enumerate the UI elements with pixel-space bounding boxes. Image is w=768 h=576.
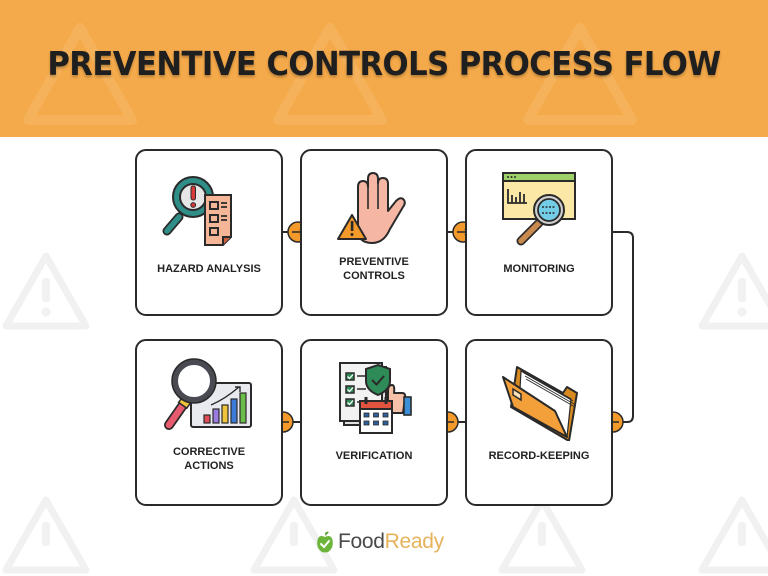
step-label: CORRECTIVE ACTIONS bbox=[172, 446, 246, 472]
step-label: VERIFICATION bbox=[335, 450, 413, 462]
browser-chart-magnifier-icon bbox=[502, 172, 576, 246]
step-label: HAZARD ANALYSIS bbox=[157, 263, 261, 275]
logo-text-food: Food bbox=[338, 530, 385, 553]
watermark-warning-icon bbox=[250, 496, 338, 574]
header-banner: PREVENTIVE CONTROLS PROCESS FLOW bbox=[0, 0, 768, 137]
watermark-warning-icon bbox=[2, 496, 90, 574]
stop-hand-warning-icon bbox=[337, 172, 406, 244]
magnifier-checklist-icon bbox=[162, 176, 232, 246]
watermark-warning-icon bbox=[2, 252, 90, 330]
watermark-warning-icon bbox=[273, 23, 387, 125]
magnifier-bar-chart-icon bbox=[164, 358, 252, 430]
step-label: MONITORING bbox=[503, 263, 575, 275]
watermark-warning-icon bbox=[498, 496, 586, 574]
step-label: PREVENTIVE CONTROLS bbox=[339, 256, 409, 282]
logo-text-ready: Ready bbox=[384, 530, 445, 553]
step-label: RECORD-KEEPING bbox=[488, 450, 590, 462]
open-folder-icon bbox=[502, 366, 578, 441]
apple-check-icon bbox=[317, 531, 333, 553]
step-card-record-keeping: RECORD-KEEPING bbox=[465, 339, 613, 506]
checklist-shield-calendar-thumbs-up-icon bbox=[339, 362, 412, 434]
step-card-monitoring: MONITORING bbox=[465, 149, 613, 316]
page-title: PREVENTIVE CONTROLS PROCESS FLOW bbox=[47, 44, 721, 83]
watermark-warning-icon bbox=[23, 23, 137, 125]
watermark-warning-icon bbox=[523, 23, 637, 125]
step-card-hazard-analysis: HAZARD ANALYSIS bbox=[135, 149, 283, 316]
step-card-preventive-controls: PREVENTIVE CONTROLS bbox=[300, 149, 448, 316]
step-card-corrective-actions: CORRECTIVE ACTIONS bbox=[135, 339, 283, 506]
foodready-logo: FoodReady bbox=[316, 528, 444, 556]
step-card-verification: VERIFICATION bbox=[300, 339, 448, 506]
watermark-warning-icon bbox=[698, 252, 768, 330]
watermark-warning-icon bbox=[698, 496, 768, 574]
